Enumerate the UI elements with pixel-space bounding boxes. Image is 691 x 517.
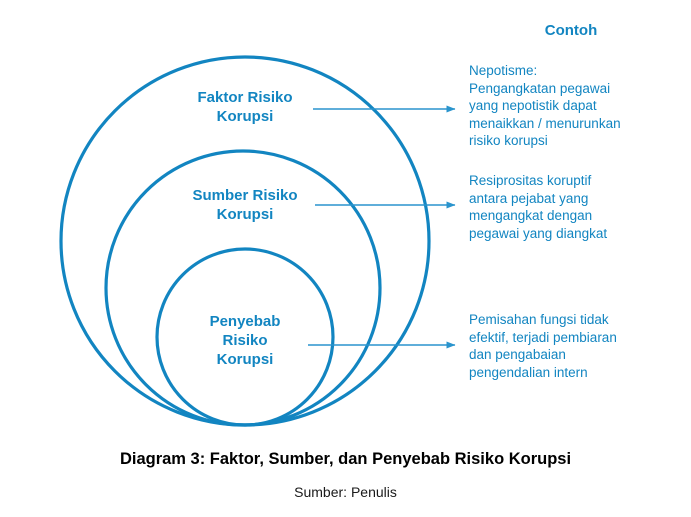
circle-label-penyebab-risiko-korupsi: Penyebab Risiko Korupsi (209, 313, 281, 368)
example-text-penyebab: Pemisahan fungsi tidak efektif, terjadi … (469, 312, 617, 380)
figure-caption-source: Sumber: Penulis (294, 484, 397, 500)
circle-label-faktor-risiko-korupsi: Faktor Risiko Korupsi (197, 89, 293, 125)
example-text-sumber: Resiprositas koruptif antara pejabat yan… (469, 173, 608, 241)
contoh-column-heading: Contoh (544, 22, 598, 39)
circle-penyebab-risiko-korupsi (155, 247, 335, 427)
example-text-faktor: Nepotisme: Pengangkatan pegawai yang nep… (469, 63, 621, 148)
figure-caption-title: Diagram 3: Faktor, Sumber, dan Penyebab … (119, 450, 572, 468)
circle-label-sumber-risiko-korupsi: Sumber Risiko Korupsi (192, 187, 298, 223)
